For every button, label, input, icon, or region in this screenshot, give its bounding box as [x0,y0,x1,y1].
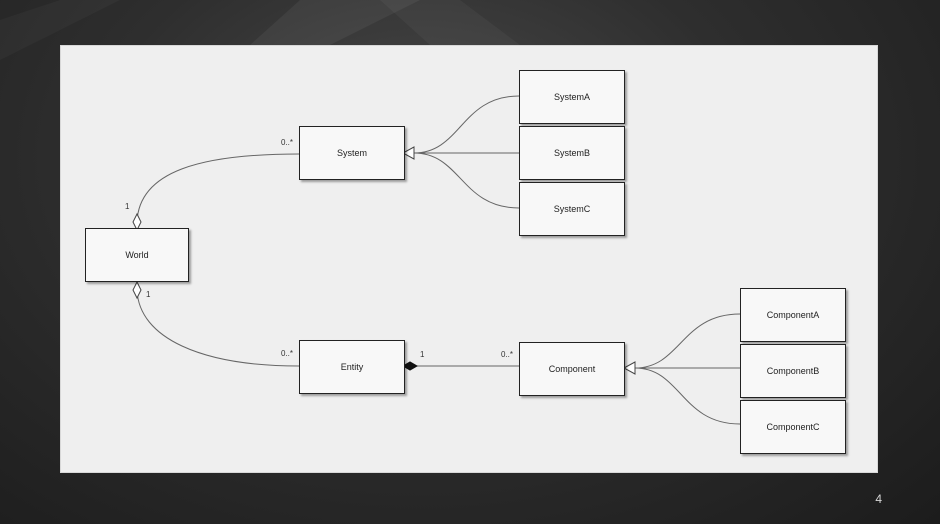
class-component-a-label: ComponentA [766,310,820,320]
class-world[interactable]: World [85,228,189,282]
class-system-a-label: SystemA [553,92,590,102]
class-component-c-label: ComponentC [766,422,820,432]
entity-component-composition-diamond [401,361,419,371]
system-a-generalization [413,95,520,154]
system-c-generalization [413,152,520,209]
class-entity-label: Entity [340,362,364,372]
multiplicity-world-system-system-end: 0..* [281,138,294,147]
component-a-generalization [634,313,741,369]
class-system[interactable]: System [299,126,405,180]
class-component[interactable]: Component [519,342,625,396]
class-system-b-label: SystemB [553,148,590,158]
class-component-label: Component [548,364,596,374]
class-world-label: World [125,250,149,260]
system-generalization-arrowhead [401,146,415,160]
class-entity[interactable]: Entity [299,340,405,394]
world-system-association [136,153,300,223]
class-system-label: System [336,148,367,158]
world-entity-aggregation-diamond [132,280,142,300]
multiplicity-world-entity-world-end: 1 [146,290,151,299]
slide-canvas: World System SystemA SystemB SystemC Ent… [60,45,878,473]
multiplicity-entity-component-entity-end: 1 [420,350,425,359]
uml-connectors [132,95,741,425]
class-system-a[interactable]: SystemA [519,70,625,124]
class-component-b-label: ComponentB [766,366,820,376]
class-component-b[interactable]: ComponentB [740,344,846,398]
multiplicity-entity-component-component-end: 0..* [501,350,514,359]
component-c-generalization [634,367,741,425]
component-generalization-arrowhead [622,361,636,375]
class-component-a[interactable]: ComponentA [740,288,846,342]
world-entity-association [136,289,300,367]
multiplicity-world-entity-entity-end: 0..* [281,349,294,358]
class-component-c[interactable]: ComponentC [740,400,846,454]
multiplicity-world-system-world-end: 1 [125,202,130,211]
class-system-b[interactable]: SystemB [519,126,625,180]
slide-page-number: 4 [875,492,882,506]
class-system-c[interactable]: SystemC [519,182,625,236]
class-system-c-label: SystemC [553,204,591,214]
